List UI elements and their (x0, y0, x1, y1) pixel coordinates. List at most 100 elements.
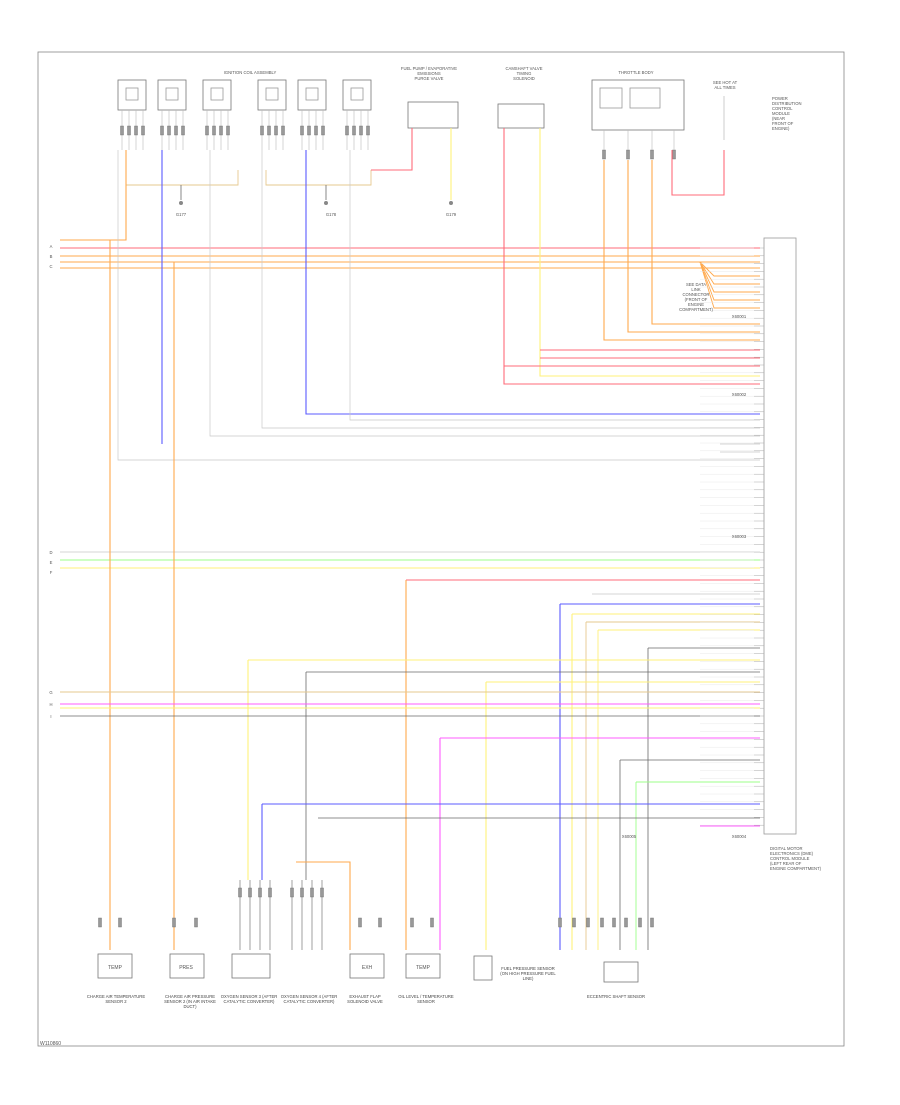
bus-code-b: B (49, 254, 53, 259)
coil-blue (305, 150, 760, 415)
ecm-upper-fan-3 (699, 261, 760, 301)
bottom-plug (194, 917, 198, 928)
throttle-plug (626, 149, 630, 160)
throttle-wire-2 (627, 160, 760, 333)
coil-plug (141, 125, 145, 136)
throttle-wire-3 (651, 160, 760, 325)
bottom-plug (118, 917, 122, 928)
ignition-coil-6 (342, 79, 372, 111)
ground-symbol-1 (179, 201, 183, 205)
bus-code-e: E (49, 560, 53, 565)
ground-symbol-2 (324, 201, 328, 205)
coil-plug (174, 125, 178, 136)
o2-4-plug (310, 887, 314, 898)
bottom-plug (638, 917, 642, 928)
coil-plug (321, 125, 325, 136)
bottom-plug (410, 917, 414, 928)
ecm-connector-4: X60004 (731, 834, 747, 839)
ecm-connector-1: X60001 (731, 314, 747, 319)
coil-plug (205, 125, 209, 136)
ignition-coil-core-5 (305, 87, 319, 101)
ecm-box (763, 237, 797, 835)
bottom-plug (650, 917, 654, 928)
sensor-box-charge-temp (97, 953, 133, 979)
caption-oxygen-sensor-3: OXYGEN SENSOR 3 (AFTER CATALYTIC CONVERT… (220, 994, 278, 1005)
ground-symbol-3 (449, 201, 453, 205)
throttle-plug (672, 149, 676, 160)
coil-ground-bus-1 (125, 170, 239, 186)
ignition-coil-5 (297, 79, 327, 111)
ecm-upper-fan-0 (699, 261, 760, 277)
ignition-coil-2 (157, 79, 187, 111)
throttle-sensor (629, 87, 661, 109)
bus-code-h: H (49, 702, 53, 707)
coil-plug (212, 125, 216, 136)
bottom-plug (572, 917, 576, 928)
caption-fuel-pressure: FUEL PRESSURE SENSOR (ON HIGH PRESSURE F… (500, 966, 556, 982)
throttle-motor (599, 87, 623, 109)
ignition-coil-4 (257, 79, 287, 111)
coil-plug (274, 125, 278, 136)
throttle-wire-1 (603, 160, 760, 341)
ignition-coil-core-3 (210, 87, 224, 101)
coil-gray-4 (349, 150, 760, 421)
coil-plug (219, 125, 223, 136)
bus-code-a: A (49, 244, 53, 249)
ignition-coil-core-2 (165, 87, 179, 101)
ignition-coil-1 (117, 79, 147, 111)
o2-3-plug (238, 887, 242, 898)
box-text-temp-1: TEMP (108, 965, 122, 971)
ecm-upper-fan-4 (699, 261, 760, 309)
throttle-body-title: THROTTLE BODY (618, 70, 654, 75)
o2-4-plug (300, 887, 304, 898)
coil-plug (281, 125, 285, 136)
throttle-plug (602, 149, 606, 160)
o2-3-plug (248, 887, 252, 898)
ecm-upper-fan-2 (699, 261, 760, 293)
cam-wire-red (503, 128, 760, 385)
ground-g177: G177 (175, 212, 187, 217)
box-text-exh: EXH (361, 965, 373, 971)
bus-code-c: C (49, 264, 53, 269)
bus-code-g: G (49, 690, 53, 695)
coil-plug (226, 125, 230, 136)
purge-red (371, 128, 413, 171)
coil-plug (366, 125, 370, 136)
cam-wire-yellow (539, 128, 760, 377)
coil-plug (359, 125, 363, 136)
caption-oxygen-sensor-4: OXYGEN SENSOR 4 (AFTER CATALYTIC CONVERT… (280, 994, 338, 1005)
bottom-plug (558, 917, 562, 928)
box-text-pres: PRES (179, 965, 193, 971)
coil-plug (300, 125, 304, 136)
ignition-coil-core-4 (265, 87, 279, 101)
bottom-plug (358, 917, 362, 928)
bottom-plug (430, 917, 434, 928)
ignition-coil-title: IGNITION COIL ASSEMBLY (223, 70, 277, 75)
o2-3-plug (268, 887, 272, 898)
bus-code-f: F (49, 570, 53, 575)
coil-plug (181, 125, 185, 136)
coil-feed-orange (60, 150, 127, 241)
footer-code: W110860 (40, 1041, 62, 1047)
sensor-box-fuel-pressure (473, 955, 493, 981)
bus-code-i: I (50, 714, 52, 719)
sensor-box-exhaust-flap (349, 953, 385, 979)
bus-code-d: D (49, 550, 53, 555)
purge-valve-box (407, 101, 459, 129)
purge-valve-title: FUEL PUMP / EVAPORATIVE EMISSIONS PURGE … (400, 66, 458, 81)
coil-ground-bus-2 (265, 170, 372, 186)
caption-oil-level: OIL LEVEL / TEMPERATURE SENSOR (398, 994, 454, 1005)
outer-frame (37, 51, 845, 1047)
power-distribution-note: POWER DISTRIBUTION CONTROL MODULE (NEAR … (772, 96, 802, 131)
camshaft-solenoid-box (497, 103, 545, 129)
bottom-plug (172, 917, 176, 928)
coil-plug (127, 125, 131, 136)
ecm-connector-5: X60005 (621, 834, 637, 839)
ground-g178: G178 (325, 212, 337, 217)
caption-exhaust-flap: EXHAUST FLAP SOLENOID VALVE (347, 994, 383, 1005)
hot-feed-red (671, 150, 725, 196)
data-link-note: SEE DATA LINK CONNECTOR (FRONT OF ENGINE… (679, 282, 713, 312)
coil-plug (260, 125, 264, 136)
